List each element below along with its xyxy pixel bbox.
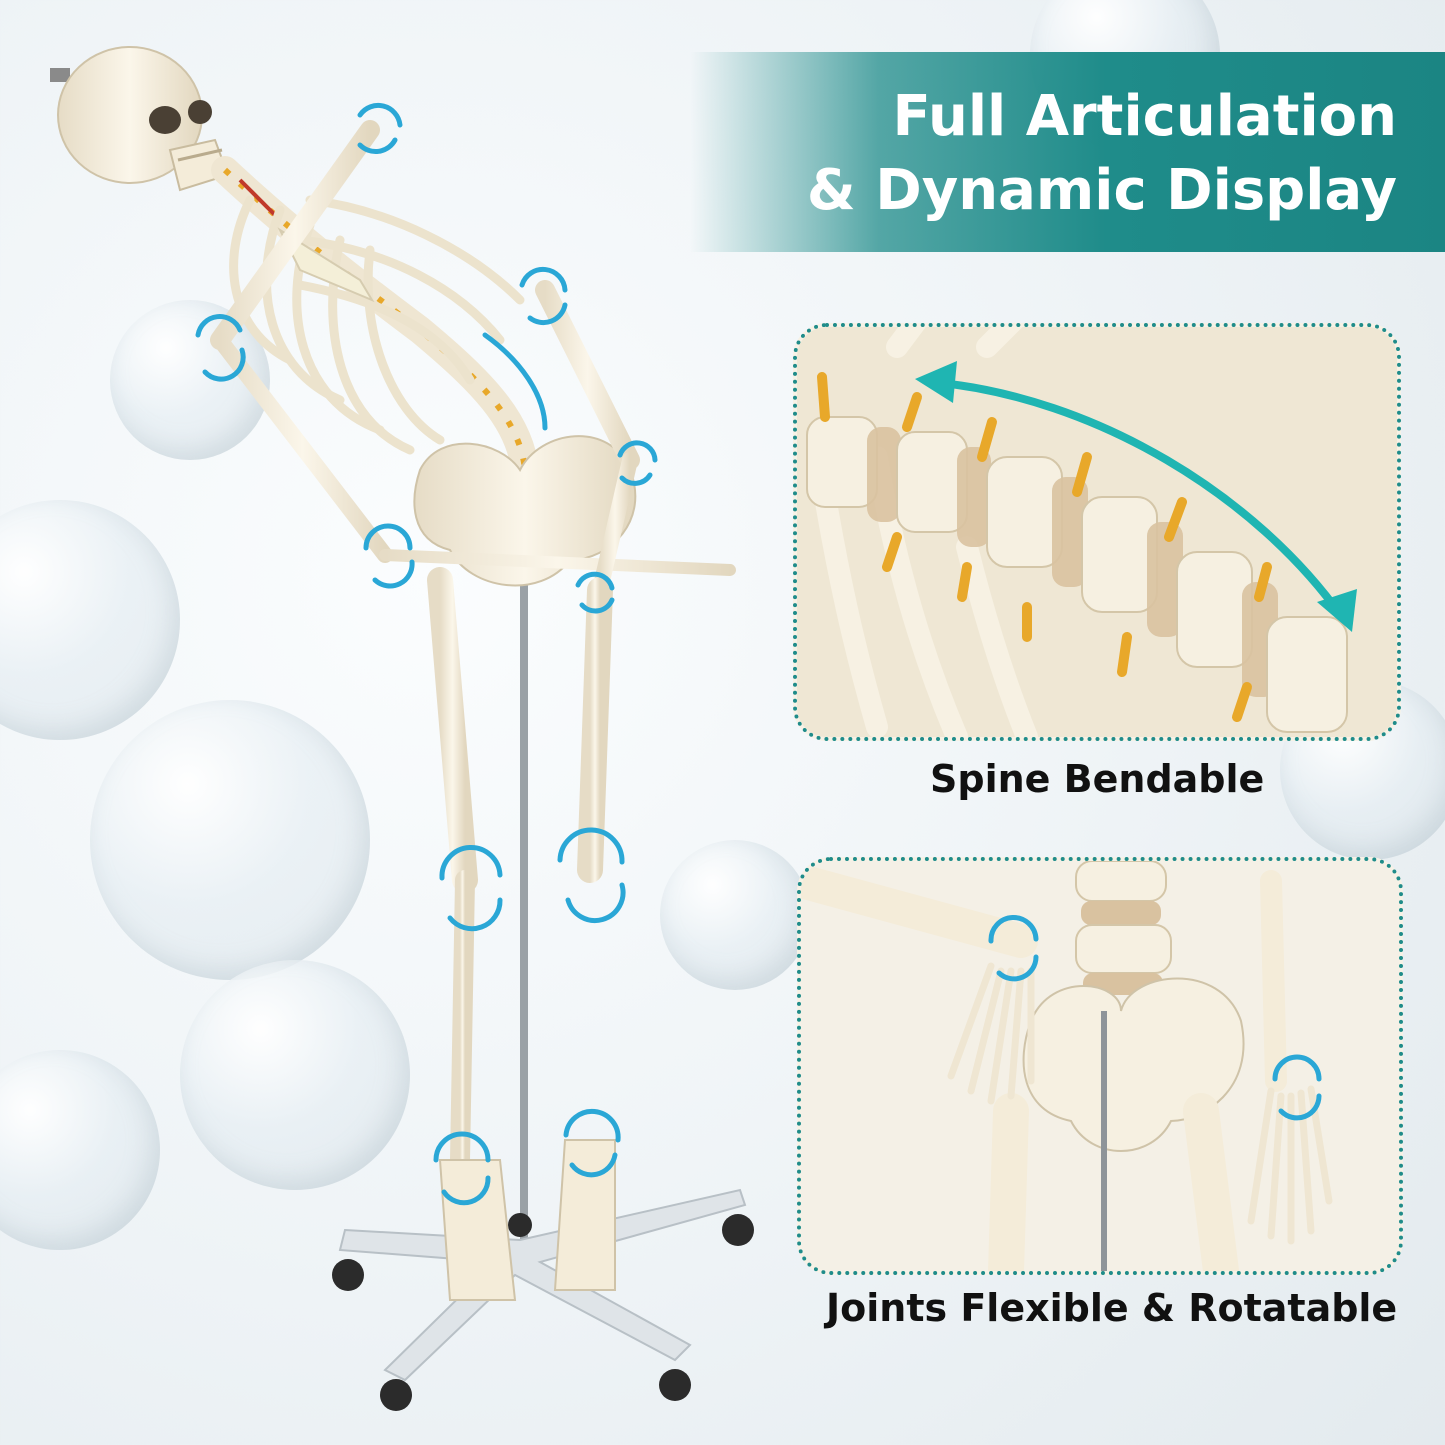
nerve-roots [817, 372, 1272, 722]
skeleton-illustration [50, 46, 754, 1411]
background-bubble [0, 1050, 160, 1250]
arrow-head-left [915, 361, 957, 403]
legs [427, 567, 613, 1170]
background-bubble [660, 840, 810, 990]
banner-title: Full Articulation & Dynamic Display [807, 80, 1397, 228]
stand [332, 490, 754, 1411]
stand-pole [1101, 1011, 1107, 1271]
spine-segment [1075, 861, 1172, 995]
rotation-arrow-icons-closeup [988, 915, 1322, 1121]
rib-cage [229, 195, 525, 455]
banner-title-line-2: & Dynamic Display [806, 158, 1397, 223]
sternum [277, 227, 375, 303]
joints-closeup-panel [797, 857, 1403, 1275]
arrow-head-right [1317, 589, 1357, 632]
rotation-arrow-icons [195, 103, 658, 1206]
spine-closeup-panel [793, 323, 1401, 741]
skull [50, 46, 230, 192]
feet [438, 1139, 616, 1301]
banner-title-line-1: Full Articulation [892, 84, 1398, 149]
title-banner: Full Articulation & Dynamic Display [690, 52, 1445, 252]
spine-caption: Spine Bendable [930, 757, 1265, 801]
joints-caption: Joints Flexible & Rotatable [826, 1286, 1398, 1330]
pelvis [413, 435, 637, 587]
background-bubble [90, 700, 370, 980]
vertebrae [806, 416, 1348, 733]
spine-closeup-image [797, 327, 1397, 737]
background-bubble [180, 960, 410, 1190]
joints-closeup-image [801, 861, 1399, 1271]
bend-arrow-icon [928, 378, 1346, 621]
hand-left [947, 962, 1035, 1105]
